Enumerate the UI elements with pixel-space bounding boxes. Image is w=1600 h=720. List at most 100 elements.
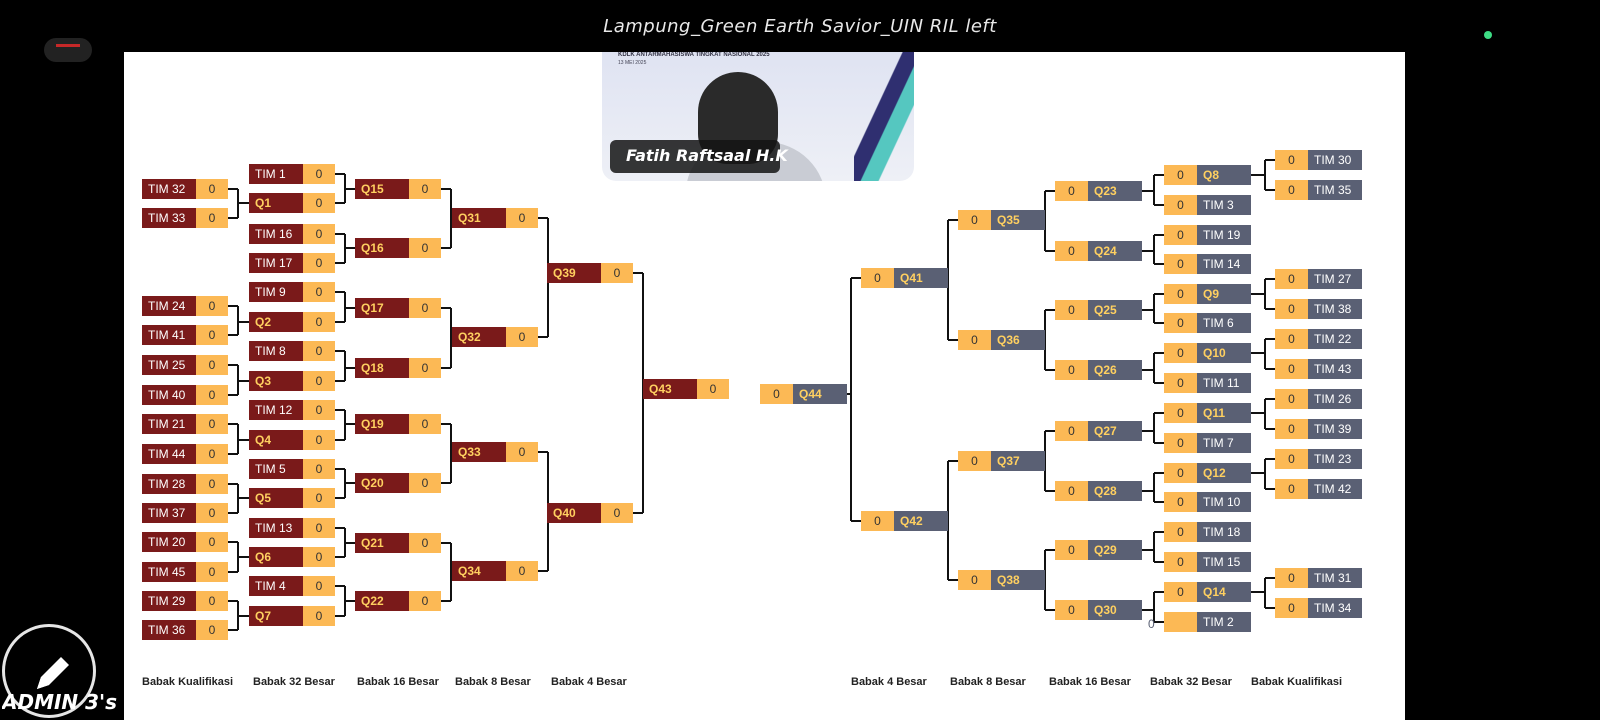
score-box[interactable]: 0 — [1275, 329, 1308, 349]
team-label[interactable]: Q23 — [1088, 181, 1142, 201]
team-label[interactable]: Q5 — [249, 488, 303, 508]
team-label[interactable]: Q20 — [355, 473, 409, 493]
score-box[interactable]: 0 — [303, 253, 335, 273]
team-label[interactable]: TIM 41 — [142, 325, 196, 345]
team-label[interactable]: TIM 11 — [1197, 373, 1251, 393]
team-label[interactable]: Q31 — [452, 208, 506, 228]
score-box[interactable]: 0 — [1164, 552, 1197, 572]
score-box[interactable]: 0 — [303, 282, 335, 302]
score-box[interactable]: 0 — [409, 473, 441, 493]
score-box[interactable]: 0 — [303, 400, 335, 420]
team-label[interactable]: TIM 29 — [142, 591, 196, 611]
score-box[interactable]: 0 — [1275, 598, 1308, 618]
team-label[interactable]: TIM 23 — [1308, 449, 1362, 469]
team-label[interactable]: TIM 35 — [1308, 180, 1362, 200]
score-box[interactable]: 0 — [861, 511, 894, 531]
team-label[interactable]: TIM 45 — [142, 562, 196, 582]
team-label[interactable]: Q42 — [894, 511, 948, 531]
score-box[interactable]: 0 — [506, 208, 538, 228]
score-box[interactable]: 0 — [409, 533, 441, 553]
team-label[interactable]: Q14 — [1197, 582, 1251, 602]
score-box[interactable]: 0 — [196, 325, 228, 345]
team-label[interactable]: TIM 2 — [1197, 612, 1251, 632]
team-label[interactable]: Q1 — [249, 193, 303, 213]
score-box[interactable]: 0 — [506, 442, 538, 462]
score-box[interactable] — [1164, 612, 1197, 632]
team-label[interactable]: Q39 — [547, 263, 601, 283]
score-box[interactable]: 0 — [303, 341, 335, 361]
score-box[interactable]: 0 — [1164, 284, 1197, 304]
team-label[interactable]: Q27 — [1088, 421, 1142, 441]
score-box[interactable]: 0 — [196, 503, 228, 523]
score-box[interactable]: 0 — [303, 518, 335, 538]
team-label[interactable]: TIM 38 — [1308, 299, 1362, 319]
team-label[interactable]: TIM 6 — [1197, 313, 1251, 333]
score-box[interactable]: 0 — [303, 606, 335, 626]
score-box[interactable]: 0 — [409, 298, 441, 318]
team-label[interactable]: TIM 32 — [142, 179, 196, 199]
score-box[interactable]: 0 — [1055, 300, 1088, 320]
team-label[interactable]: TIM 15 — [1197, 552, 1251, 572]
score-box[interactable]: 0 — [409, 238, 441, 258]
team-label[interactable]: TIM 27 — [1308, 269, 1362, 289]
team-label[interactable]: TIM 30 — [1308, 150, 1362, 170]
score-box[interactable]: 0 — [303, 224, 335, 244]
team-label[interactable]: Q8 — [1197, 165, 1251, 185]
score-box[interactable]: 0 — [1275, 449, 1308, 469]
team-label[interactable]: Q34 — [452, 561, 506, 581]
team-label[interactable]: TIM 26 — [1308, 389, 1362, 409]
score-box[interactable]: 0 — [1164, 582, 1197, 602]
team-label[interactable]: Q17 — [355, 298, 409, 318]
team-label[interactable]: Q37 — [991, 451, 1045, 471]
score-box[interactable]: 0 — [1055, 360, 1088, 380]
team-label[interactable]: TIM 9 — [249, 282, 303, 302]
score-box[interactable]: 0 — [196, 444, 228, 464]
team-label[interactable]: TIM 31 — [1308, 568, 1362, 588]
score-box[interactable]: 0 — [506, 561, 538, 581]
team-label[interactable]: TIM 16 — [249, 224, 303, 244]
team-label[interactable]: TIM 14 — [1197, 254, 1251, 274]
score-box[interactable]: 0 — [1055, 540, 1088, 560]
team-label[interactable]: Q44 — [793, 384, 847, 404]
team-label[interactable]: TIM 28 — [142, 474, 196, 494]
score-box[interactable]: 0 — [1275, 568, 1308, 588]
team-label[interactable]: TIM 19 — [1197, 225, 1251, 245]
team-label[interactable]: TIM 17 — [249, 253, 303, 273]
speaker-video[interactable]: KDLK ANTARMAHASISWA TINGKAT NASIONAL 202… — [602, 52, 914, 181]
score-box[interactable]: 0 — [196, 620, 228, 640]
team-label[interactable]: TIM 42 — [1308, 479, 1362, 499]
team-label[interactable]: Q26 — [1088, 360, 1142, 380]
team-label[interactable]: TIM 21 — [142, 414, 196, 434]
edit-button[interactable] — [2, 624, 96, 718]
score-box[interactable]: 0 — [1164, 522, 1197, 542]
score-box[interactable]: 0 — [1275, 359, 1308, 379]
team-label[interactable]: TIM 40 — [142, 385, 196, 405]
team-label[interactable]: Q38 — [991, 570, 1045, 590]
team-label[interactable]: Q22 — [355, 591, 409, 611]
team-label[interactable]: TIM 39 — [1308, 419, 1362, 439]
score-box[interactable]: 0 — [1164, 313, 1197, 333]
score-box[interactable]: 0 — [303, 430, 335, 450]
score-box[interactable]: 0 — [1164, 492, 1197, 512]
score-box[interactable]: 0 — [409, 414, 441, 434]
score-box[interactable]: 0 — [196, 179, 228, 199]
team-label[interactable]: TIM 10 — [1197, 492, 1251, 512]
team-label[interactable]: Q19 — [355, 414, 409, 434]
team-label[interactable]: TIM 36 — [142, 620, 196, 640]
score-box[interactable]: 0 — [1275, 269, 1308, 289]
score-box[interactable]: 0 — [1164, 254, 1197, 274]
score-box[interactable]: 0 — [958, 570, 991, 590]
score-box[interactable]: 0 — [760, 384, 793, 404]
score-box[interactable]: 0 — [1164, 373, 1197, 393]
score-box[interactable]: 0 — [1164, 195, 1197, 215]
score-box[interactable]: 0 — [1164, 225, 1197, 245]
team-label[interactable]: Q12 — [1197, 463, 1251, 483]
score-box[interactable]: 0 — [196, 296, 228, 316]
team-label[interactable]: Q35 — [991, 210, 1045, 230]
score-box[interactable]: 0 — [196, 208, 228, 228]
score-box[interactable]: 0 — [1055, 600, 1088, 620]
team-label[interactable]: TIM 18 — [1197, 522, 1251, 542]
score-box[interactable]: 0 — [196, 414, 228, 434]
score-box[interactable]: 0 — [1275, 389, 1308, 409]
score-box[interactable]: 0 — [1164, 403, 1197, 423]
